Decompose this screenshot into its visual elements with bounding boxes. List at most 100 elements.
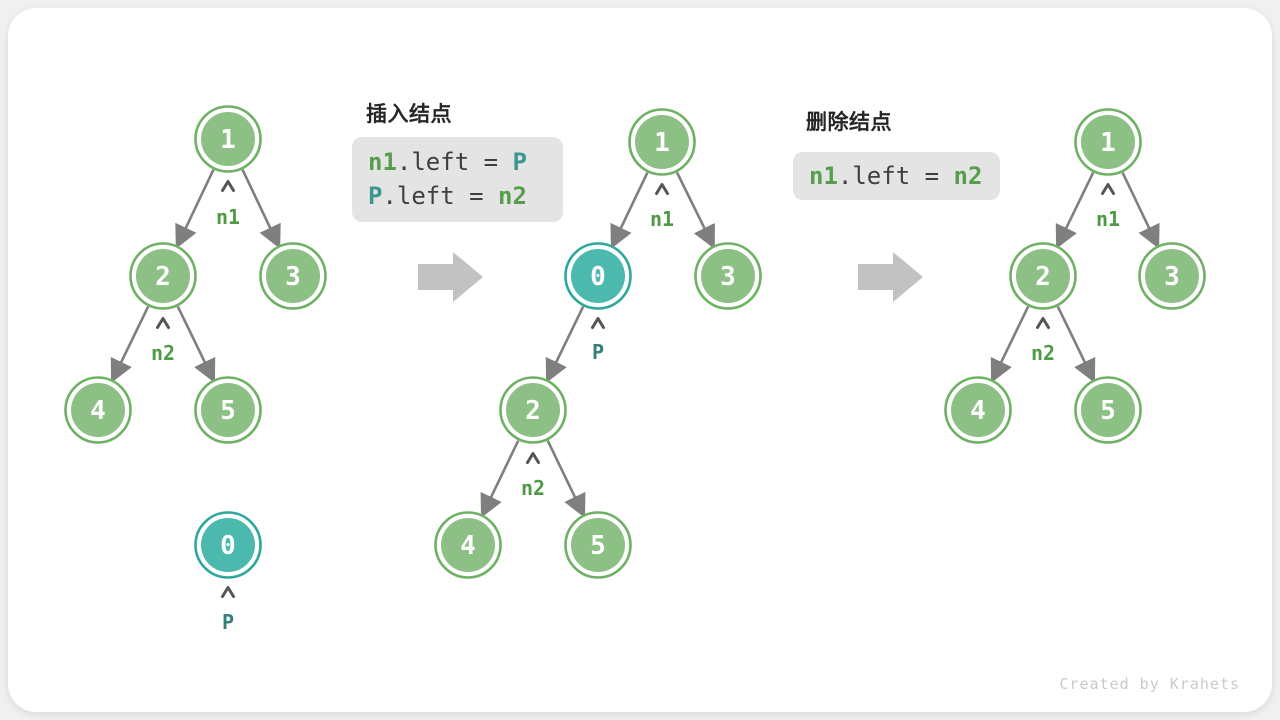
node-value: 5 bbox=[220, 396, 236, 426]
tree-node: 2 bbox=[1009, 242, 1077, 310]
pointer-label: n1 bbox=[650, 207, 674, 231]
tree-node: 0 bbox=[194, 511, 262, 579]
node-value: 4 bbox=[970, 396, 986, 426]
pointer-label: n1 bbox=[1096, 207, 1120, 231]
code-token: n1 bbox=[368, 148, 397, 176]
pointer-label: P bbox=[222, 610, 234, 634]
tree-node: 4 bbox=[944, 376, 1012, 444]
node-disk bbox=[701, 249, 755, 303]
pointer-caret bbox=[1101, 183, 1115, 195]
delete-code-box: n1.left = n2 bbox=[793, 152, 1000, 200]
tree-edge bbox=[480, 440, 520, 518]
node-disk bbox=[266, 249, 320, 303]
tree-before: 1 2 3 4 5 0 n1 n2P bbox=[64, 105, 327, 634]
node-disk bbox=[136, 249, 190, 303]
node-disk bbox=[571, 518, 625, 572]
code-token: .left = bbox=[382, 182, 499, 210]
node-disk bbox=[71, 383, 125, 437]
delete-section-title: 删除结点 bbox=[806, 111, 892, 134]
tree-edge bbox=[176, 306, 216, 384]
code-line: n1.left = P bbox=[368, 145, 563, 179]
code-token: n2 bbox=[953, 162, 983, 190]
node-disk bbox=[1145, 249, 1199, 303]
tree-edge bbox=[546, 440, 586, 518]
tree-node: 1 bbox=[628, 108, 696, 176]
tree-edge bbox=[241, 169, 281, 249]
pointer-caret bbox=[221, 180, 235, 192]
tree-node: 4 bbox=[434, 511, 502, 579]
node-value: 5 bbox=[1100, 396, 1116, 426]
node-disk bbox=[506, 383, 560, 437]
tree-edge bbox=[1121, 172, 1160, 249]
node-disk bbox=[1081, 115, 1135, 169]
code-line: P.left = n2 bbox=[368, 179, 563, 213]
tree-edge bbox=[545, 306, 585, 384]
pointer-caret bbox=[1036, 317, 1050, 329]
code-token: n2 bbox=[498, 182, 527, 210]
node-value: 1 bbox=[654, 128, 670, 158]
tree-node: 5 bbox=[564, 511, 632, 579]
node-disk bbox=[635, 115, 689, 169]
code-token: .left = bbox=[837, 162, 954, 190]
node-value: 3 bbox=[1164, 262, 1180, 292]
tree-node: 5 bbox=[1074, 376, 1142, 444]
node-value: 1 bbox=[1100, 128, 1116, 158]
tree-edge bbox=[1055, 172, 1095, 250]
code-line: n1.left = n2 bbox=[809, 159, 1000, 193]
pointer-label: n1 bbox=[216, 205, 240, 229]
code-token: n1 bbox=[809, 162, 838, 190]
tree-node: 1 bbox=[1074, 108, 1142, 176]
pointer-caret bbox=[591, 317, 605, 329]
tree-edge bbox=[110, 306, 150, 384]
tree-node: 3 bbox=[694, 242, 762, 310]
pointer-label: P bbox=[592, 340, 604, 364]
node-value: 5 bbox=[590, 531, 606, 561]
node-value: 2 bbox=[155, 262, 171, 292]
node-value: 0 bbox=[590, 262, 606, 292]
node-disk bbox=[441, 518, 495, 572]
tree-edge bbox=[1056, 306, 1096, 384]
tree-edge bbox=[990, 306, 1030, 384]
tree-after: 1 2 3 4 5 n1 n2 bbox=[944, 108, 1206, 444]
node-value: 3 bbox=[720, 262, 736, 292]
insert-section-title: 插入结点 bbox=[366, 103, 452, 126]
step-arrow-icon bbox=[418, 252, 483, 302]
node-disk bbox=[1016, 249, 1070, 303]
node-value: 0 bbox=[220, 531, 236, 561]
pointer-label: n2 bbox=[151, 341, 175, 365]
code-token: P bbox=[512, 148, 527, 176]
pointer-label: n2 bbox=[1031, 341, 1055, 365]
tree-edge bbox=[675, 171, 715, 250]
tree-node: 4 bbox=[64, 376, 132, 444]
tree-node: 0 bbox=[564, 242, 632, 310]
node-value: 3 bbox=[285, 262, 301, 292]
code-token: .left = bbox=[396, 148, 513, 176]
node-disk bbox=[571, 249, 625, 303]
tree-node: 1 bbox=[194, 105, 262, 173]
tree-node: 3 bbox=[1138, 242, 1206, 310]
pointer-caret bbox=[221, 586, 235, 598]
pointer-caret bbox=[655, 183, 669, 195]
tree-edge bbox=[610, 172, 649, 249]
watermark-credit: Created by Krahets bbox=[1059, 675, 1240, 693]
node-value: 4 bbox=[460, 531, 476, 561]
node-value: 2 bbox=[1035, 262, 1051, 292]
pointer-caret bbox=[526, 452, 540, 464]
node-disk bbox=[201, 112, 255, 166]
node-value: 4 bbox=[90, 396, 106, 426]
step-arrow-icon bbox=[858, 252, 923, 302]
code-token: P bbox=[368, 182, 383, 210]
pointer-caret bbox=[156, 317, 170, 329]
node-disk bbox=[951, 383, 1005, 437]
node-disk bbox=[201, 518, 255, 572]
tree-node: 2 bbox=[129, 242, 197, 310]
pointer-label: n2 bbox=[521, 476, 545, 500]
tree-node: 2 bbox=[499, 376, 567, 444]
node-disk bbox=[201, 383, 255, 437]
tree-edge bbox=[175, 169, 215, 249]
node-disk bbox=[1081, 383, 1135, 437]
node-value: 2 bbox=[525, 396, 541, 426]
